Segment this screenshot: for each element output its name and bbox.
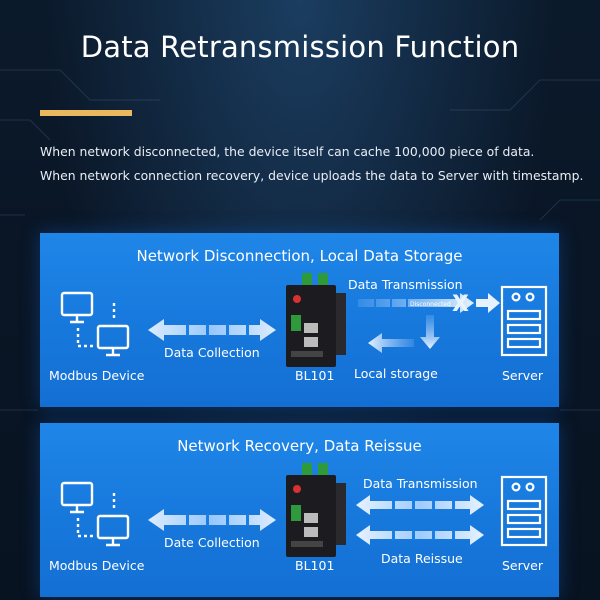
date-collection-label: Date Collection — [164, 535, 260, 550]
data-transmission-label: Data Transmission — [363, 476, 478, 491]
data-collection-arrow-icon — [148, 509, 276, 531]
server-icon — [502, 477, 546, 545]
gateway-label: BL101 — [295, 558, 334, 573]
storage-down-arrow-icon — [420, 315, 440, 349]
bl101-gateway-icon — [286, 273, 346, 367]
disconnected-status-label: Disconnected — [410, 301, 451, 308]
page-title: Data Retransmission Function — [0, 30, 600, 64]
gateway-label: BL101 — [295, 368, 334, 383]
modbus-device-label: Modbus Device — [49, 558, 144, 573]
panel-network-recovery: Network Recovery, Data Reissue — [40, 423, 559, 597]
description-line-2: When network connection recovery, device… — [40, 164, 600, 188]
bl101-gateway-icon — [286, 463, 346, 557]
server-label: Server — [502, 368, 543, 383]
modbus-device-label: Modbus Device — [49, 368, 144, 383]
modbus-device-icon — [62, 293, 128, 355]
data-transmission-arrow-icon — [356, 495, 484, 515]
server-label: Server — [502, 558, 543, 573]
fail-mark: X — [452, 292, 469, 317]
panel-network-disconnection: Network Disconnection, Local Data Storag… — [40, 233, 559, 407]
data-collection-label: Data Collection — [164, 345, 260, 360]
description-line-1: When network disconnected, the device it… — [40, 140, 600, 164]
description: When network disconnected, the device it… — [40, 140, 600, 188]
title-accent-bar — [40, 110, 132, 116]
data-reissue-label: Data Reissue — [381, 551, 463, 566]
data-transmission-label: Data Transmission — [348, 277, 463, 292]
server-icon — [502, 287, 546, 355]
server-arrow-icon — [476, 293, 500, 313]
data-reissue-arrow-icon — [356, 525, 484, 545]
local-storage-arrow-icon — [368, 333, 414, 353]
modbus-device-icon — [62, 483, 128, 545]
local-storage-label: Local storage — [354, 366, 438, 381]
data-collection-arrow-icon — [148, 319, 276, 341]
